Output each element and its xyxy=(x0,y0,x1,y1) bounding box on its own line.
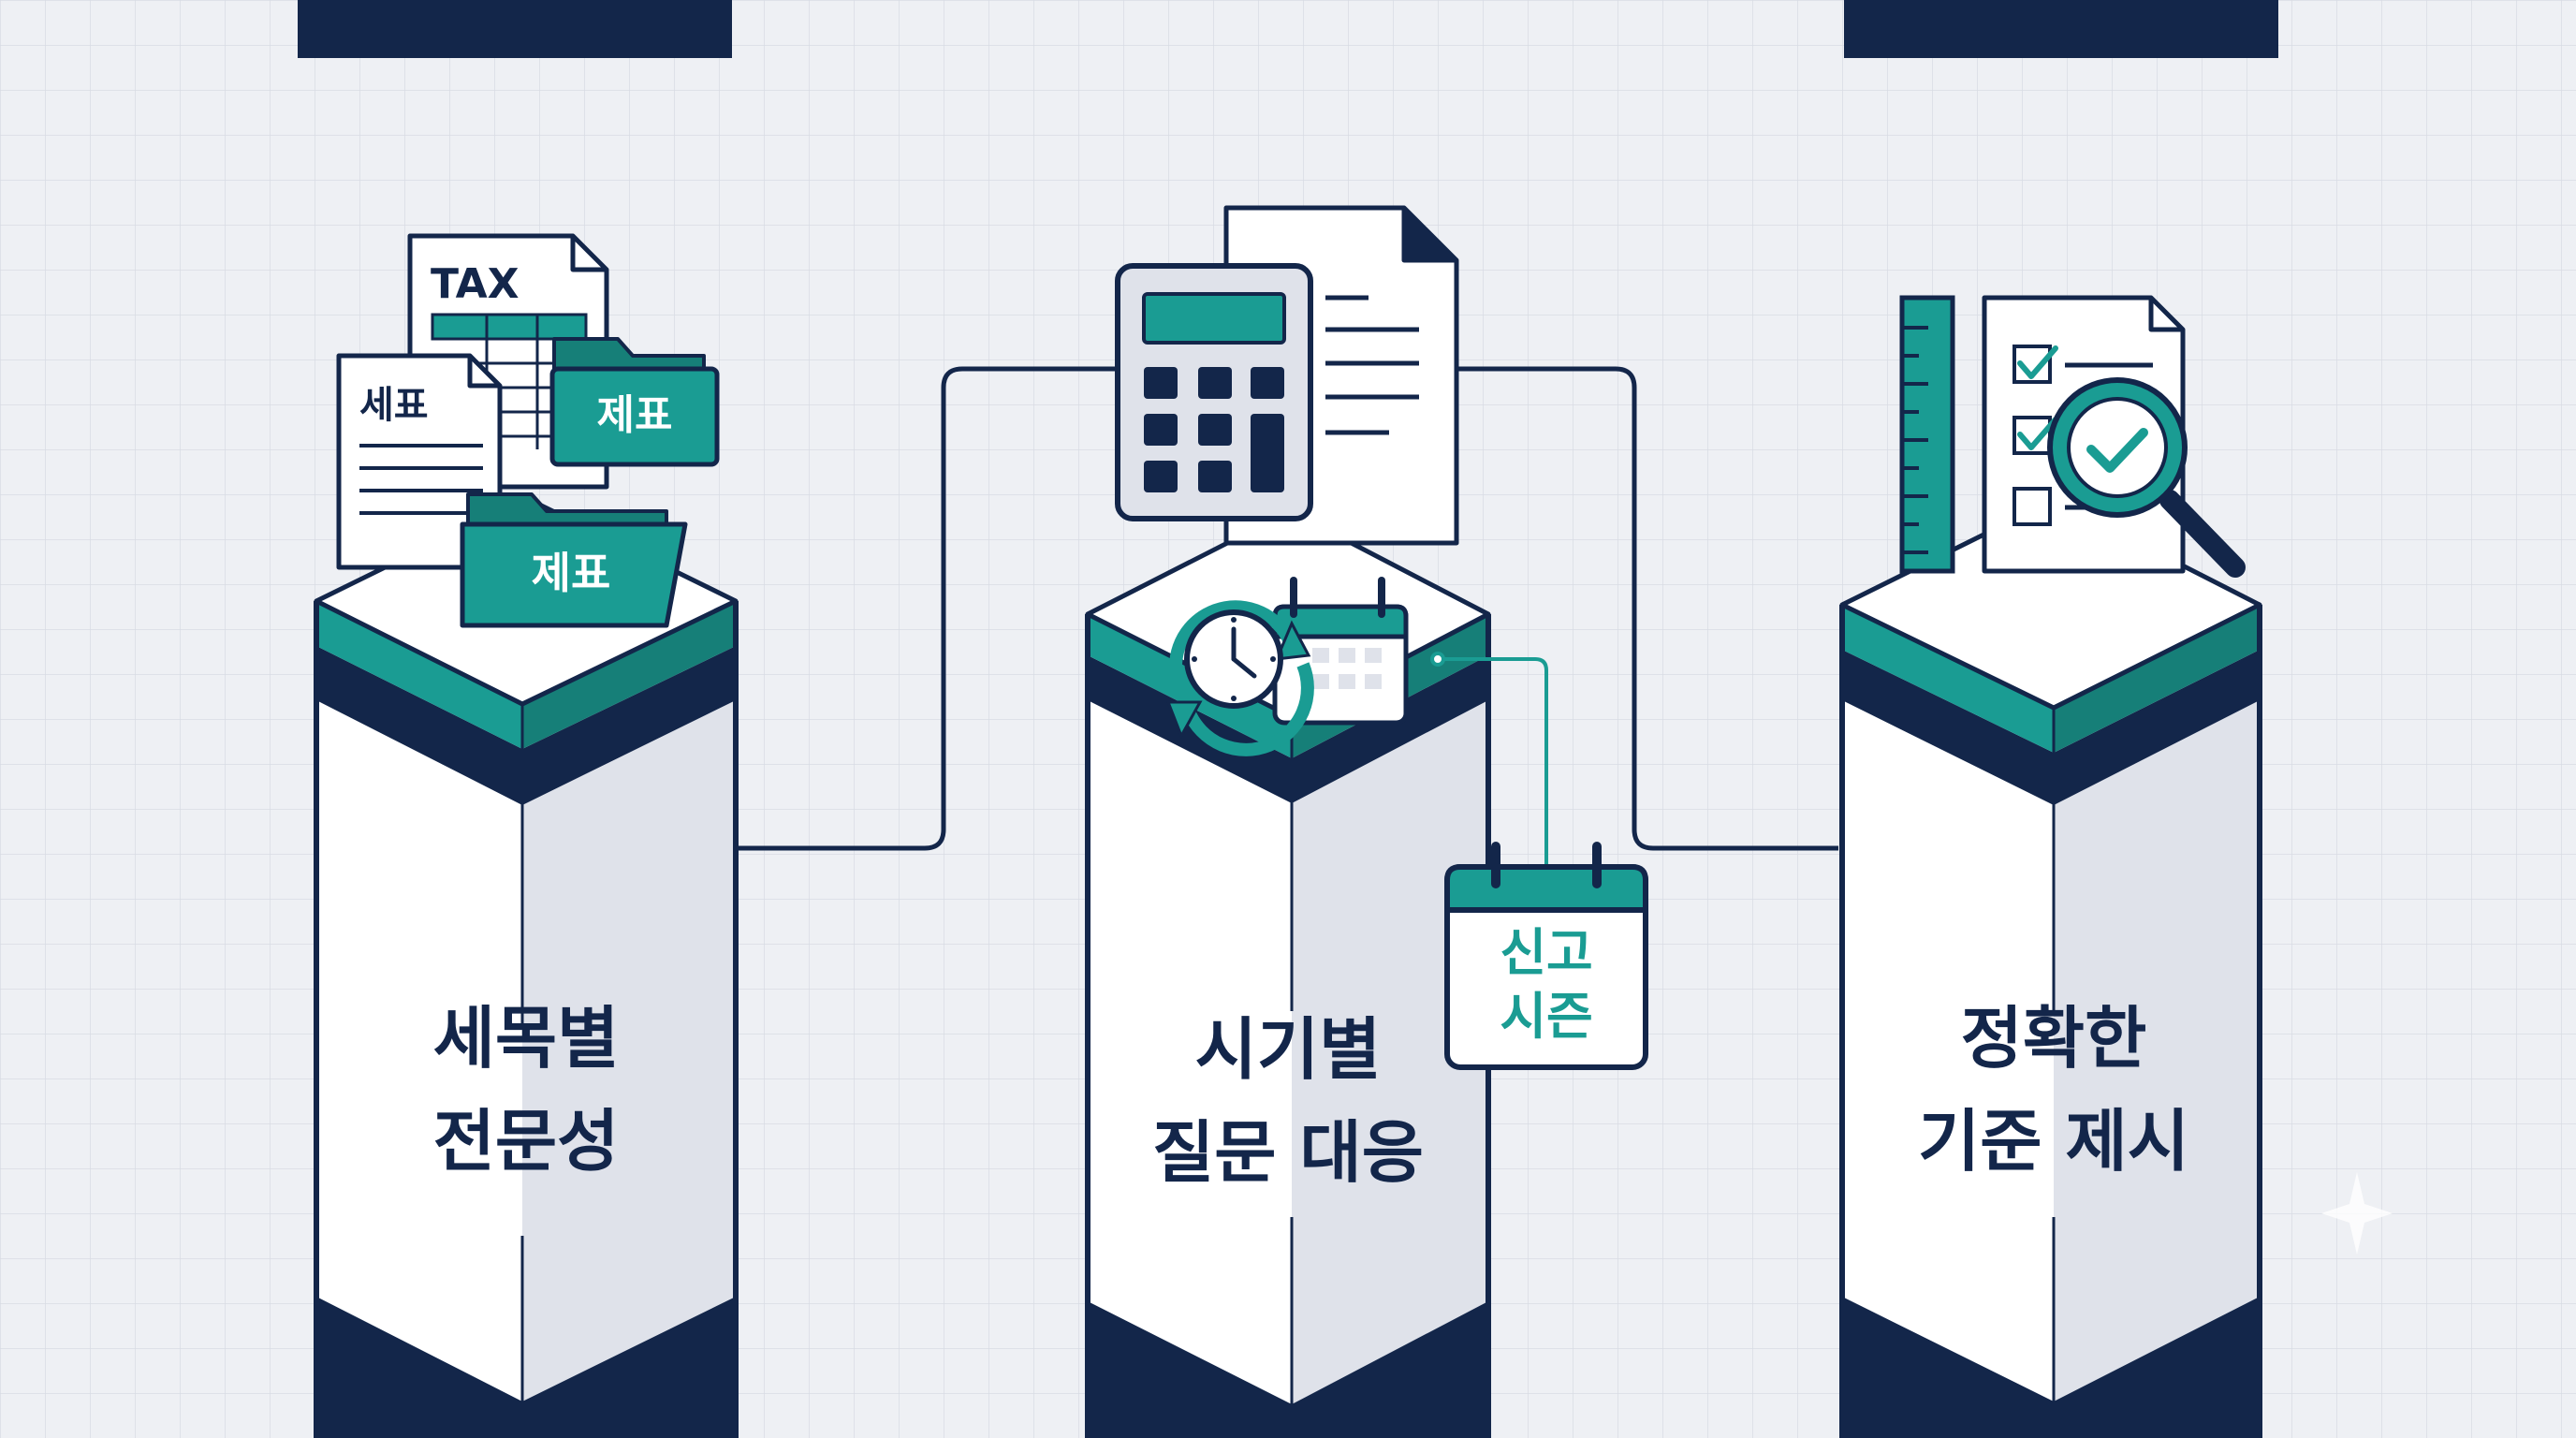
season-calendar-icon: 신고 시즌 xyxy=(1444,842,1648,1070)
small-calendar-icon xyxy=(1272,577,1409,726)
pillar-1-label-line1: 세목별 xyxy=(433,999,620,1078)
ruler-icon xyxy=(1899,295,1955,574)
folder-top-icon: 제표 xyxy=(549,337,720,467)
pillar-3-label-line1: 정확한 xyxy=(1961,999,2147,1078)
folder-bottom-label: 제표 xyxy=(532,548,611,598)
tax-document-label: TAX xyxy=(431,260,520,308)
folder-top-label: 제표 xyxy=(597,391,673,439)
header-bar-right xyxy=(1844,0,2278,58)
tax-documents-icon: TAX 세표 제표 제표 xyxy=(336,233,720,628)
pillar-3-label-line2: 기준 제시 xyxy=(1918,1102,2189,1181)
pillar-2-label-line1: 시기별 xyxy=(1195,1010,1382,1089)
pillar-tax-expertise: 세목별 전문성 xyxy=(314,495,739,1438)
connector-left xyxy=(738,366,1224,851)
clock-calendar-icon xyxy=(1165,577,1409,756)
season-calendar-line1: 신고 xyxy=(1500,923,1592,982)
sepyo-document-label: 세표 xyxy=(359,384,429,427)
season-calendar-line2: 시즌 xyxy=(1500,987,1592,1046)
pillar-1-label-line2: 전문성 xyxy=(433,1102,620,1181)
sepyo-document-icon: 세표 xyxy=(336,353,503,570)
sparkle-icon xyxy=(2321,1172,2393,1255)
pillar-2-label-line2: 질문 대응 xyxy=(1152,1113,1424,1192)
clock-icon xyxy=(1165,600,1314,756)
season-callout-dot xyxy=(1430,652,1445,667)
season-callout-connector xyxy=(1438,657,1548,871)
header-bar-left xyxy=(298,0,732,58)
pillar-accurate-criteria: 정확한 기준 제시 xyxy=(1839,497,2262,1438)
calculator-document-icon xyxy=(1115,205,1459,546)
magnifier-check-icon xyxy=(2047,377,2246,578)
calculator-icon xyxy=(1115,263,1313,521)
folder-bottom-icon: 제표 xyxy=(460,492,688,628)
connector-right xyxy=(1456,366,1838,851)
